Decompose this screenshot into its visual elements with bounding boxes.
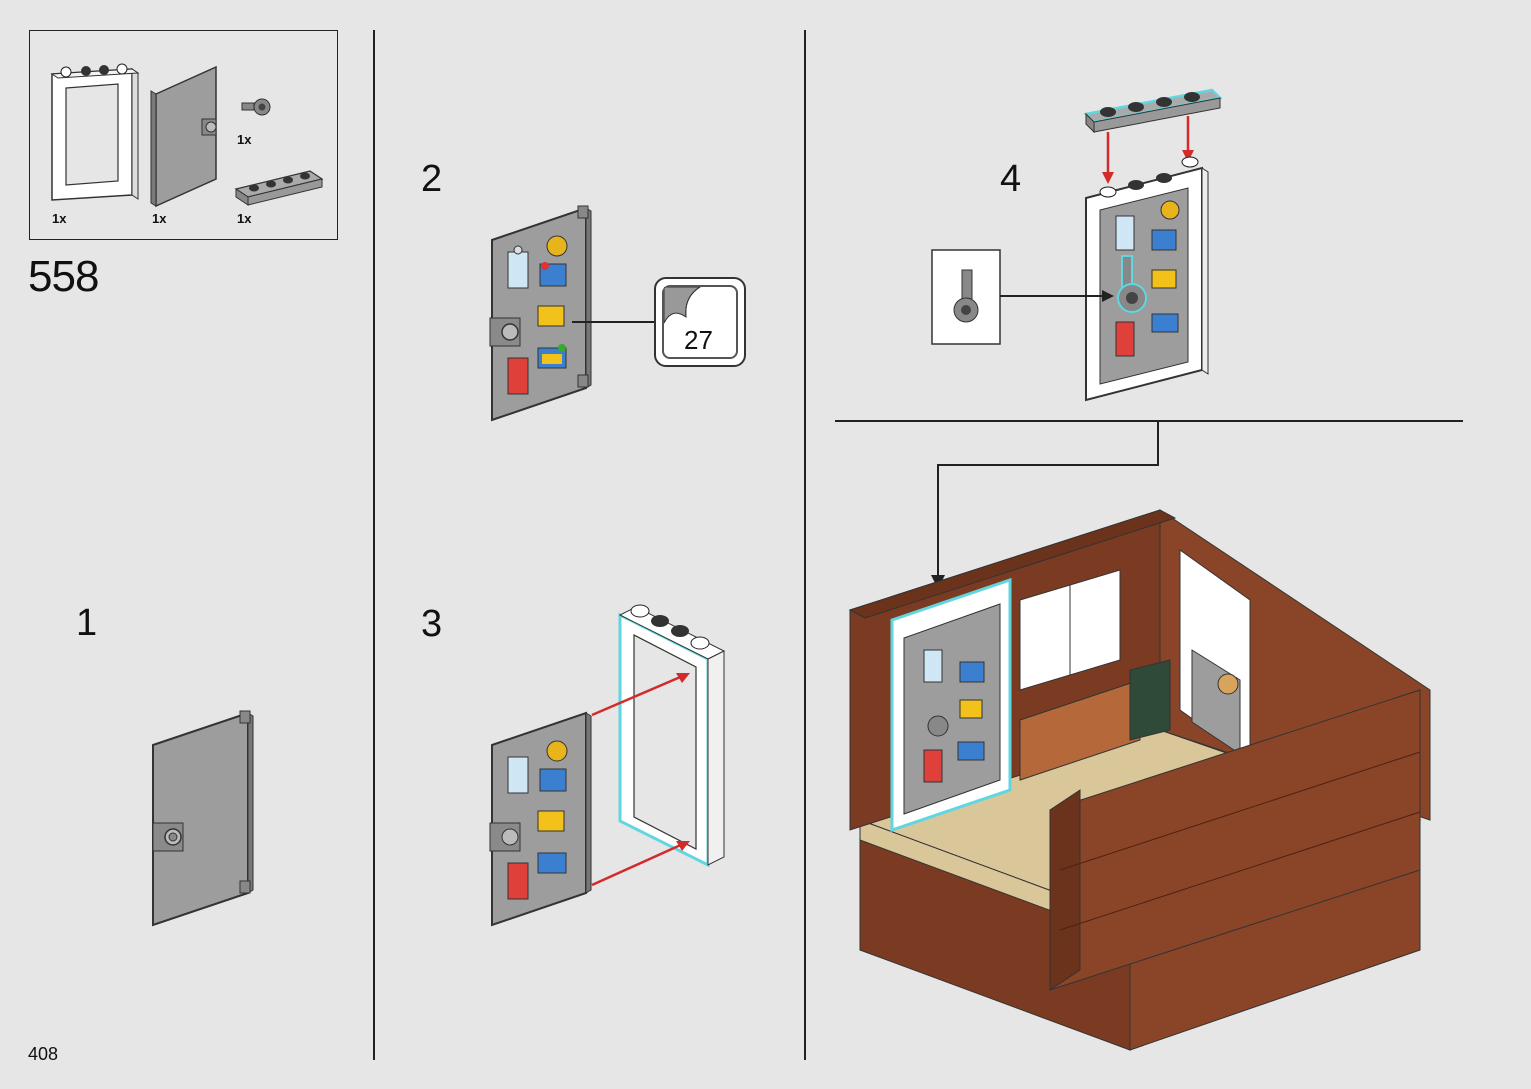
sticker-sheet-badge: 27 bbox=[654, 277, 746, 367]
counter-icon bbox=[1019, 659, 1171, 781]
step-4-number: 4 bbox=[1000, 158, 1022, 200]
qty-frame: 1x bbox=[52, 211, 67, 226]
qty-clip: 1x bbox=[237, 132, 252, 147]
door-icon bbox=[152, 710, 254, 927]
door-frame-icon bbox=[50, 63, 140, 201]
frame-icon bbox=[1085, 156, 1209, 402]
front-wall-icon bbox=[1049, 689, 1421, 991]
room-assembly-illustration bbox=[848, 509, 1431, 1051]
plate-icon bbox=[1083, 88, 1223, 134]
qty-door: 1x bbox=[152, 211, 167, 226]
clip-icon bbox=[1117, 255, 1147, 313]
divider-left bbox=[373, 30, 375, 1060]
step-3-illustration bbox=[489, 604, 726, 927]
door-icon bbox=[150, 65, 217, 208]
clip-icon bbox=[953, 269, 979, 323]
frame-icon bbox=[618, 604, 726, 868]
sticker-sheet-number: 27 bbox=[684, 325, 713, 355]
stickered-door-icon bbox=[489, 711, 592, 927]
stickered-door-icon bbox=[489, 205, 592, 422]
step-1-number: 1 bbox=[76, 602, 98, 644]
parts-list-art bbox=[50, 63, 324, 208]
step-4-illustration bbox=[931, 88, 1223, 402]
step-2-number: 2 bbox=[421, 158, 443, 200]
main-step-number: 558 bbox=[28, 252, 99, 301]
plate-icon bbox=[234, 170, 324, 206]
window-icon bbox=[1019, 569, 1121, 691]
step-1-door-illustration bbox=[152, 710, 254, 927]
clip-icon bbox=[241, 98, 271, 116]
fridge-icon bbox=[890, 577, 1012, 833]
page-number: 408 bbox=[28, 1044, 59, 1064]
page-curl-icon bbox=[664, 287, 701, 324]
qty-plate: 1x bbox=[237, 211, 252, 226]
arrow-icon bbox=[1102, 116, 1194, 184]
parts-list-box: 1x 1x 1x 1x bbox=[29, 30, 338, 240]
step-3-number: 3 bbox=[421, 603, 443, 645]
divider-right bbox=[804, 30, 806, 1060]
arrow-icon bbox=[591, 673, 690, 887]
step-2-door-illustration bbox=[489, 205, 660, 422]
